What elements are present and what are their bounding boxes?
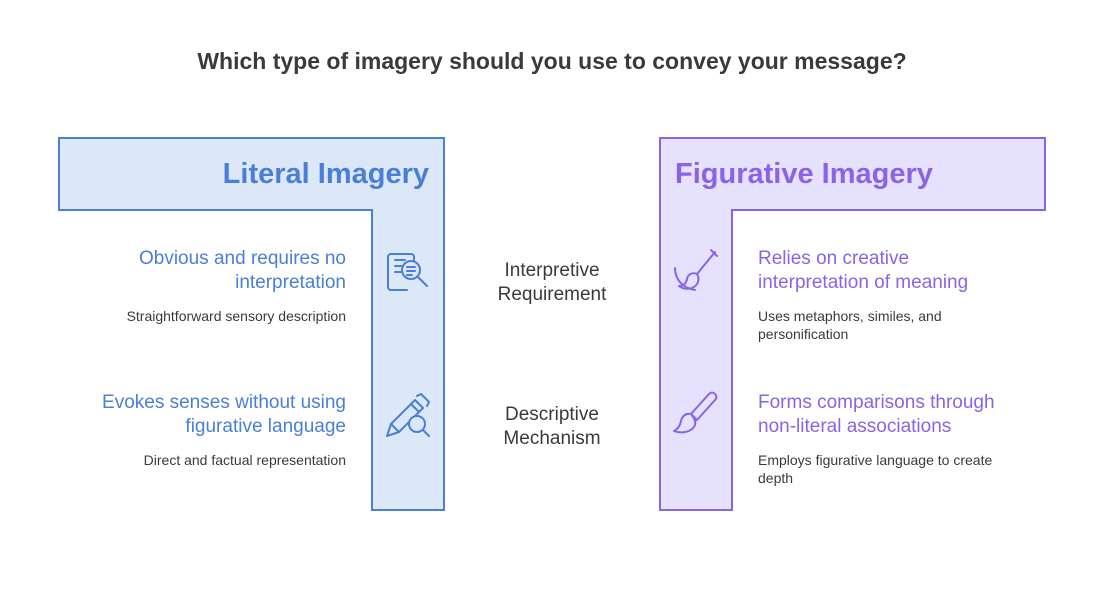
figurative-item-2-description-line2: depth	[758, 470, 794, 486]
criterion-2-line1: Descriptive	[505, 404, 599, 425]
literal-item-1-description: Straightforward sensory description	[126, 308, 346, 324]
figurative-imagery-header-label: Figurative Imagery	[675, 157, 933, 190]
figurative-item-2-heading-line2: non-literal associations	[758, 416, 952, 437]
criterion-2-line2: Mechanism	[503, 428, 601, 449]
paint-brush-icon	[671, 390, 721, 440]
criterion-1-line1: Interpretive	[504, 260, 600, 281]
paint-brush-stroke-icon	[671, 246, 721, 296]
literal-imagery-column	[371, 209, 445, 511]
figurative-item-1-description-line2: personification	[758, 326, 849, 342]
figurative-item-1-heading-line2: interpretation of meaning	[758, 272, 969, 293]
figurative-item-1-description: Uses metaphors, similes, and personifica…	[758, 307, 1058, 343]
figurative-item-2-heading: Forms comparisons through non-literal as…	[758, 391, 1058, 439]
document-search-icon	[383, 246, 433, 296]
literal-imagery-header: Literal Imagery	[58, 137, 445, 211]
figurative-item-1-heading-line1: Relies on creative	[758, 248, 910, 269]
literal-imagery-header-label: Literal Imagery	[222, 157, 429, 190]
page-title: Which type of imagery should you use to …	[197, 48, 907, 74]
literal-item-2-heading-line2: figurative language	[185, 416, 346, 437]
figurative-item-2-description: Employs figurative language to create de…	[758, 451, 1058, 487]
literal-item-1-heading-line1: Obvious and requires no	[138, 248, 346, 269]
literal-item-1-heading-line2: interpretation	[235, 272, 346, 293]
pencil-magnifier-icon	[383, 390, 433, 440]
figurative-item-1-description-line1: Uses metaphors, similes, and	[758, 308, 942, 324]
criterion-1-line2: Requirement	[497, 284, 607, 305]
figurative-item-2-heading-line1: Forms comparisons through	[758, 392, 995, 413]
criterion-descriptive-mechanism: Descriptive Mechanism	[472, 403, 632, 451]
figurative-item-1-heading: Relies on creative interpretation of mea…	[758, 247, 1058, 295]
literal-item-2-heading: Evokes senses without using figurative l…	[46, 391, 346, 439]
figurative-imagery-header: Figurative Imagery	[659, 137, 1046, 211]
figurative-imagery-column	[659, 209, 733, 511]
literal-item-2-description: Direct and factual representation	[143, 452, 346, 468]
figurative-item-2-description-line1: Employs figurative language to create	[758, 452, 993, 468]
literal-item-1-heading: Obvious and requires no interpretation	[46, 247, 346, 295]
literal-item-2-heading-line1: Evokes senses without using	[102, 392, 346, 413]
criterion-interpretive-requirement: Interpretive Requirement	[472, 259, 632, 307]
